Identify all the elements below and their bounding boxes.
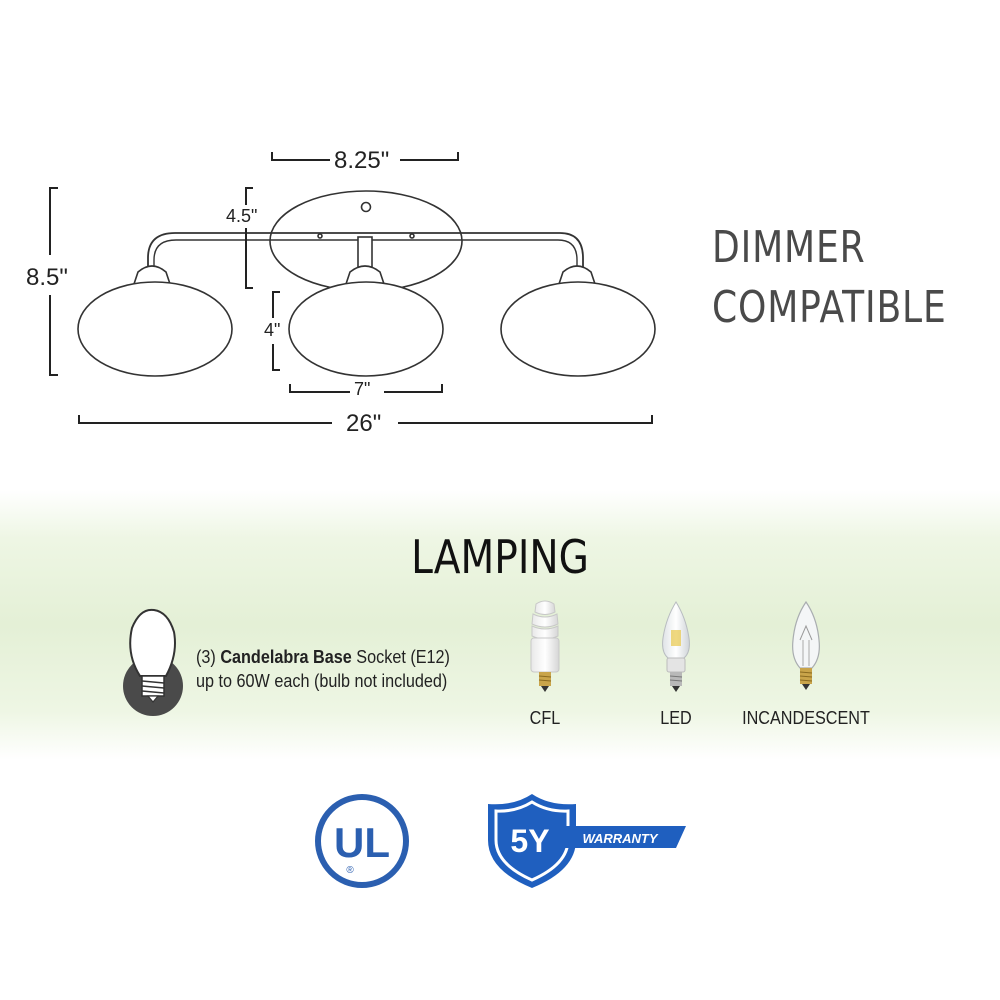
dim-shade-width: 7" (354, 379, 371, 399)
dim-line-plate-width (271, 152, 459, 161)
shade-right (500, 281, 656, 377)
dim-total-width: 26" (346, 410, 382, 437)
dim-shade-height: 4" (264, 320, 281, 340)
warranty-years: 5Y (510, 823, 549, 859)
ul-registered-mark: ® (346, 865, 354, 876)
bulb-label-led: LED (660, 708, 692, 728)
socket-type: Candelabra Base (220, 647, 352, 667)
dim-line-shade-width (289, 384, 443, 393)
warranty-badge: 5Y WARRANTY (488, 794, 686, 888)
ul-listed-badge: UL ® (315, 794, 409, 888)
socket-right (557, 265, 597, 285)
dim-line-total-width (78, 415, 653, 424)
socket-description: (3) Candelabra Base Socket (E12) up to 6… (196, 645, 450, 693)
dim-plate-height: 4.5" (226, 206, 258, 226)
dim-plate-width: 8.25" (334, 147, 390, 174)
fixture-arm (147, 232, 584, 268)
socket-wattage: up to 60W each (bulb not included) (196, 671, 448, 691)
socket-line-1: (3) Candelabra Base Socket (E12) (196, 645, 450, 669)
shade-left (77, 281, 233, 377)
fixture-dimension-diagram (49, 152, 656, 424)
socket-count: (3) (196, 647, 216, 667)
ul-mark-text: UL (334, 819, 390, 866)
dimmer-line-1: DIMMER (712, 222, 866, 273)
shade-center (288, 281, 444, 377)
lamping-title: LAMPING (411, 530, 589, 584)
bulb-label-cfl: CFL (529, 708, 561, 728)
socket-center (344, 265, 386, 285)
dim-line-plate-height (245, 187, 253, 289)
dimmer-line-2: COMPATIBLE (712, 282, 947, 333)
led-bulb-icon (662, 601, 690, 692)
candelabra-socket-icon (123, 608, 183, 716)
cfl-bulb-icon (530, 600, 560, 692)
socket-suffix: Socket (E12) (356, 647, 450, 667)
dim-line-total-height (49, 187, 58, 376)
backplate-screw-hole (360, 201, 372, 213)
warranty-label: WARRANTY (582, 831, 658, 846)
incandescent-bulb-icon (792, 600, 820, 690)
dim-total-height: 8.5" (26, 264, 68, 291)
dimmer-compatible-label: DIMMER COMPATIBLE (712, 218, 947, 338)
bulb-label-incandescent: INCANDESCENT (742, 708, 870, 728)
center-stem (357, 236, 373, 268)
dim-line-shade-height (272, 291, 280, 371)
